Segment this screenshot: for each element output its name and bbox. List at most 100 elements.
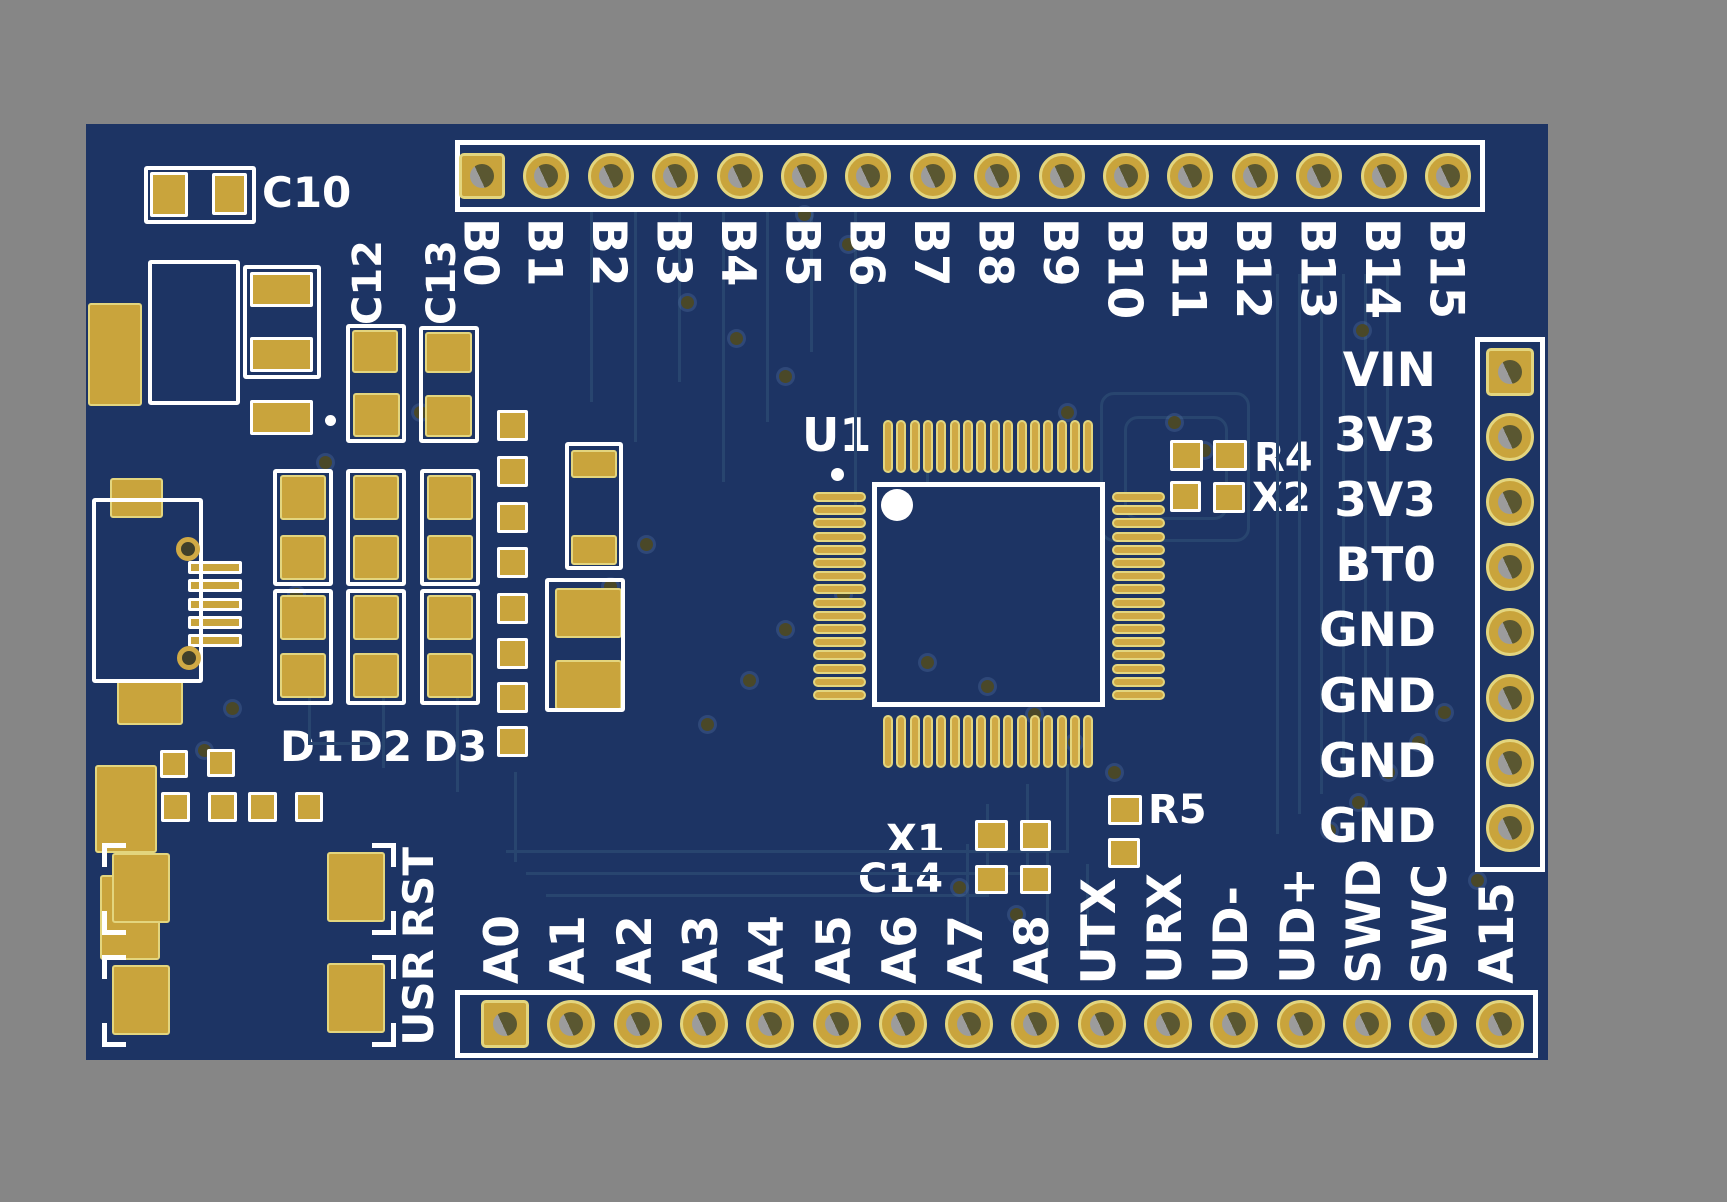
u1-pad-right xyxy=(1112,676,1165,687)
refdes-d2: D2 xyxy=(348,722,413,771)
u1-pad-right xyxy=(1112,492,1165,502)
smd-pad-outlined xyxy=(497,410,528,441)
refdes-r5: R5 xyxy=(1148,787,1207,833)
bracket-corner xyxy=(372,955,396,979)
u1-pad-top xyxy=(1016,420,1027,473)
top-pin-hole-B0 xyxy=(459,153,505,199)
u1-courtyard-outline xyxy=(872,482,1105,707)
drill-hole xyxy=(1498,815,1522,840)
bracket-corner xyxy=(102,955,126,979)
drill-hole xyxy=(1178,164,1203,188)
top-pin-hole-B2 xyxy=(587,153,634,199)
smd-pad-outlined xyxy=(497,547,528,578)
refdes-rst: RST xyxy=(394,846,443,938)
drill-hole xyxy=(890,1012,915,1036)
drill-hole xyxy=(1288,1012,1313,1036)
copper-trace xyxy=(1386,274,1389,704)
bottom-pin-label-UD-: UD- xyxy=(1204,886,1260,984)
silk-outline xyxy=(346,469,406,586)
bracket-corner xyxy=(102,911,126,935)
via xyxy=(730,332,743,345)
u1-pad-right xyxy=(1112,505,1165,516)
bottom-header-outline xyxy=(455,990,1538,1058)
copper-trace xyxy=(526,872,1026,875)
u1-pad-right xyxy=(1112,571,1165,582)
right-pin-hole-3V3-2 xyxy=(1486,478,1534,527)
drill-hole xyxy=(470,164,494,188)
bottom-pin-label-SWD: SWD xyxy=(1336,859,1392,984)
drill-hole xyxy=(824,1012,849,1036)
drill-hole xyxy=(1307,164,1332,188)
top-pin-label-B6: B6 xyxy=(838,218,894,287)
bottom-pin-hole-A0 xyxy=(481,1000,529,1048)
u1-pad-right xyxy=(1112,558,1165,568)
via xyxy=(1168,416,1181,429)
refdes-c14: C14 xyxy=(858,856,944,902)
u1-pad-top xyxy=(923,420,934,473)
via xyxy=(681,296,694,309)
copper-trace xyxy=(1276,274,1279,834)
top-pin-label-B12: B12 xyxy=(1225,218,1281,320)
u1-pad-bottom xyxy=(1056,715,1067,768)
u1-pad-top xyxy=(976,420,987,473)
drill-hole xyxy=(691,1012,716,1036)
silk-outline xyxy=(420,469,480,586)
top-pin-hole-B9 xyxy=(1038,153,1085,199)
via xyxy=(1382,766,1395,779)
smd-pad-outlined xyxy=(497,456,528,487)
smd-pad xyxy=(571,450,617,478)
right-header-outline xyxy=(1475,337,1545,872)
u1-pad-right xyxy=(1112,624,1165,634)
smd-pad-outlined xyxy=(1020,865,1051,894)
silk-dot xyxy=(325,415,336,426)
smd-pad xyxy=(353,535,399,580)
u1-pad-right xyxy=(1112,584,1165,595)
via xyxy=(1352,796,1365,809)
smd-pad-outlined xyxy=(208,792,237,822)
copper-trace xyxy=(1046,844,1049,954)
bracket-corner xyxy=(372,1023,396,1047)
refdes-usr: USR xyxy=(394,949,443,1046)
bottom-pin-label-SWC: SWC xyxy=(1403,863,1459,984)
via xyxy=(779,370,792,383)
drill-hole xyxy=(1487,1012,1512,1036)
drill-hole xyxy=(493,1012,517,1036)
right-pin-label-VIN-0: VIN xyxy=(1342,343,1436,398)
top-pin-label-B2: B2 xyxy=(581,218,637,287)
refdes-x1: X1 xyxy=(886,817,945,863)
bottom-pin-label-A8: A8 xyxy=(1005,914,1061,984)
top-pin-hole-B5 xyxy=(781,153,827,199)
smd-pad-outlined xyxy=(497,593,528,624)
smd-pad xyxy=(280,595,326,640)
bottom-pin-hole-A5 xyxy=(812,1000,861,1048)
smd-pad xyxy=(353,653,399,698)
bottom-pin-label-UTX: UTX xyxy=(1071,877,1127,984)
u1-pad-right xyxy=(1112,663,1165,674)
top-header-outline xyxy=(455,140,1485,212)
copper-trace xyxy=(1364,274,1367,744)
copper-trace xyxy=(966,844,969,924)
drill-hole xyxy=(727,164,752,188)
drill-hole xyxy=(1498,360,1522,384)
u1-pad-right xyxy=(1112,597,1165,608)
smd-pad-outlined xyxy=(1108,838,1140,868)
smd-pad xyxy=(427,475,473,520)
copper-trace xyxy=(634,212,637,442)
via xyxy=(701,718,714,731)
top-pin-hole-B8 xyxy=(974,153,1021,199)
right-pin-label-3V3-1: 3V3 xyxy=(1334,408,1436,464)
right-pin-label-GND-7: GND xyxy=(1319,798,1436,854)
via xyxy=(953,881,966,894)
drill-hole xyxy=(1222,1012,1247,1036)
via xyxy=(226,702,239,715)
drill-hole xyxy=(1242,164,1267,188)
smd-pad xyxy=(427,595,473,640)
smd-pad-outlined xyxy=(250,272,313,307)
smd-pad-outlined xyxy=(1170,440,1203,471)
u1-pad-top xyxy=(1083,420,1094,473)
u1-pad-bottom xyxy=(896,715,907,768)
u1-pad-right xyxy=(1112,650,1165,661)
silk-outline xyxy=(346,324,406,443)
via xyxy=(1323,824,1336,837)
drill-hole xyxy=(1354,1012,1379,1036)
